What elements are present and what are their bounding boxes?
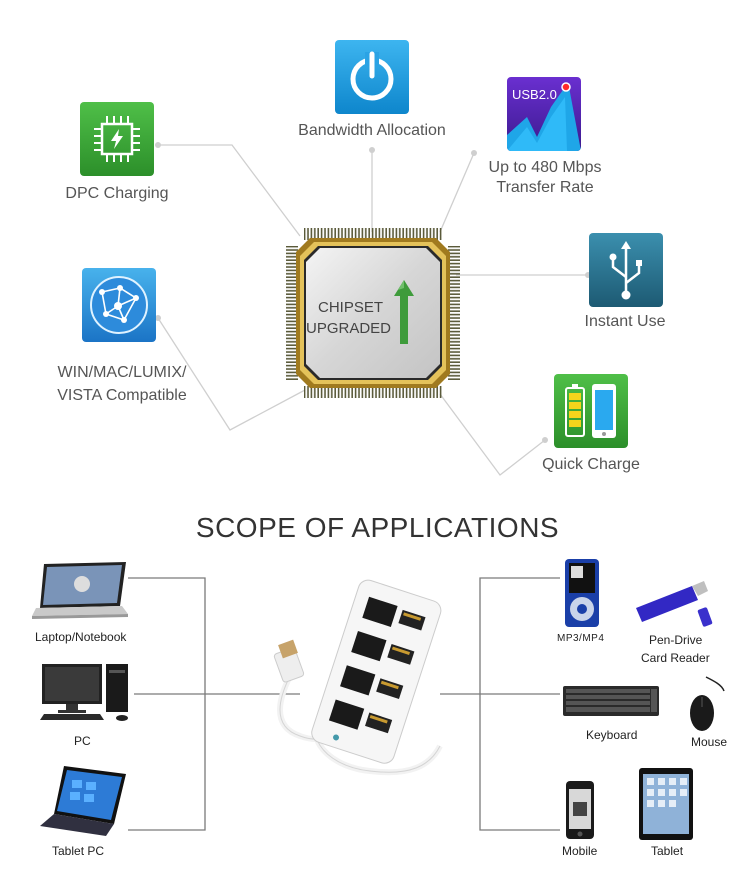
pen-drive-label-line2: Card Reader [641,651,710,665]
laptop-label: Laptop/Notebook [35,630,127,644]
pc-label: PC [74,734,91,748]
keyboard-icon [562,684,660,718]
tablet-label: Tablet [651,844,684,858]
mouse-icon [684,675,728,733]
laptop-icon [30,560,130,620]
mouse-label: Mouse [691,735,728,749]
tablet-pc-icon [36,764,128,838]
power-icon [335,40,409,114]
pen-drive-icon [632,572,714,628]
section-title: SCOPE OF APPLICATIONS [195,512,560,543]
mobile-phone-icon [565,780,595,840]
chip-text-line2: UPGRADED [306,320,392,337]
chip-text-line1: CHIPSET [318,299,384,316]
mp3-label: MP3/MP4 [557,633,605,644]
chip-charging-icon [80,102,154,176]
transfer-rate-line1: Up to 480 Mbps [488,159,602,176]
keyboard-label: Keyboard [586,728,638,742]
bandwidth-label: Bandwidth Allocation [298,122,446,139]
mp3-player-icon [563,558,601,628]
network-globe-icon [82,268,156,342]
chipset-graphic: CHIPSET UPGRADED [286,228,460,398]
os-compat-line2: VISTA Compatible [57,387,187,404]
dpc-label: DPC Charging [65,185,169,202]
mobile-label: Mobile [562,844,598,858]
pen-drive-label-line1: Pen-Drive [649,633,703,647]
usb-badge-text: USB2.0 [512,87,557,102]
transfer-rate-line2: Transfer Rate [496,179,594,196]
os-compat-line1: WIN/MAC/LUMIX/ [57,364,187,381]
instant-use-label: Instant Use [584,313,666,330]
usb-icon [589,233,663,307]
quick-charge-icon [554,374,628,448]
usb-speed-icon: USB2.0 [507,77,581,151]
pc-icon [40,662,132,722]
tablet-pc-label: Tablet PC [52,844,105,858]
usb-hub-image [260,566,470,796]
quick-charge-label: Quick Charge [542,456,640,473]
tablet-icon [638,767,694,841]
